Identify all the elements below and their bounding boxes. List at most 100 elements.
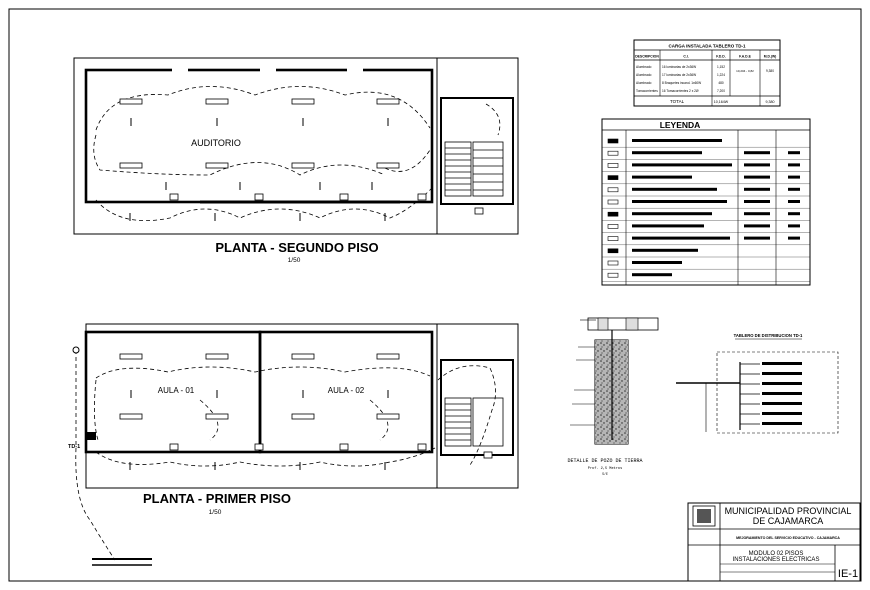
load-table-header: DESCRIPCION <box>635 55 659 59</box>
legend-row <box>602 138 810 148</box>
upper-stair-room <box>440 97 514 205</box>
title-org-line2: DE CAJAMARCA <box>753 516 824 526</box>
ground-well-title: DETALLE DE POZO DE TIERRA <box>567 458 642 464</box>
legend-table: LEYENDA <box>601 118 811 286</box>
north-bar <box>92 558 152 566</box>
title-module-line1: MODULO 02 PISOS <box>749 551 804 557</box>
load-cell: 16 luminarias de 2x36W <box>662 65 696 69</box>
legend-symbol <box>607 138 619 144</box>
panel-td1-label: TD-1 <box>68 444 80 450</box>
load-cell: Alumbrado <box>636 81 652 85</box>
upper-stairs <box>444 141 504 197</box>
lower-circuit-floor <box>95 447 436 467</box>
board-branch <box>740 412 802 415</box>
lower-plan-title: PLANTA - PRIMER PISO <box>143 491 291 506</box>
title-module-line2: INSTALACIONES ELECTRICAS <box>733 557 820 563</box>
board-branch <box>740 372 802 375</box>
load-table-header: F.D.D. <box>716 55 725 59</box>
upper-floor-boxes <box>169 193 484 215</box>
upper-plan-scale: 1/50 <box>288 257 301 264</box>
lower-plan-scale: 1/50 <box>209 509 222 516</box>
load-cell: 17 luminarias de 2x36W <box>662 73 696 77</box>
title-org-line1: MUNICIPALIDAD PROVINCIAL <box>725 506 852 516</box>
board-branch <box>740 362 802 365</box>
title-project: MEJORAMIENTO DEL SERVICIO EDUCATIVO - CA… <box>736 536 840 540</box>
legend-title: LEYENDA <box>660 120 701 130</box>
board-branch <box>740 422 802 425</box>
upper-circuit-mid <box>93 134 386 176</box>
plan-first-floor <box>75 323 519 561</box>
legend-symbol <box>607 236 619 241</box>
load-cell: 480 <box>718 81 724 85</box>
legend-symbol <box>607 224 619 229</box>
legend-symbol <box>607 175 619 180</box>
load-cell: 8 Braquetes incand. 1x60W <box>662 81 701 85</box>
upper-luminaires <box>119 98 400 169</box>
load-cell: 1,152 <box>717 65 725 69</box>
board-schematic-title: TABLERO DE DISTRIBUCION TD-1 <box>734 333 803 338</box>
board-schematic: TABLERO DE DISTRIBUCION TD-1 <box>676 333 839 434</box>
load-total-label: TOTAL <box>670 99 685 104</box>
load-table-header: C.I. <box>683 55 688 59</box>
load-total-ci: 10,164W <box>714 100 729 104</box>
title-block: MUNICIPALIDAD PROVINCIAL DE CAJAMARCA ME… <box>687 502 861 582</box>
load-cell: 10,204 - 0,82 <box>736 69 754 73</box>
legend-row <box>602 187 810 197</box>
legend-symbol <box>607 187 619 193</box>
lower-outer-wall <box>85 323 519 489</box>
legend-row <box>602 150 810 160</box>
upper-circuit-floor <box>95 187 433 221</box>
load-total-md: 9,380 <box>766 100 775 104</box>
load-cell: Alumbrado <box>636 73 652 77</box>
ground-point-symbol <box>72 346 80 354</box>
ground-well-scale: S/E <box>602 472 608 476</box>
legend-row <box>602 163 810 172</box>
load-cell: Tomacorrientes <box>636 89 658 93</box>
load-table-header: F.A.D.E <box>739 55 751 59</box>
load-table: CARGA INSTALADA TABLERO TD-1 DESCRIPCION… <box>633 39 781 107</box>
legend-symbol <box>607 163 619 168</box>
board-branches <box>740 362 802 425</box>
board-branch <box>740 382 802 385</box>
sheet-border <box>8 8 862 582</box>
lower-stairs <box>444 397 504 447</box>
upper-ticks <box>129 118 389 221</box>
lower-luminaires <box>119 353 400 420</box>
room-label-aula-02: AULA - 02 <box>328 386 365 395</box>
load-cell: 9,380 <box>766 69 774 73</box>
upper-circuit-ceiling <box>95 86 431 131</box>
upper-inner-room <box>84 68 434 204</box>
ground-well-subtitle: Prof. 2,5 Metros <box>588 466 623 471</box>
lower-floor-boxes <box>169 443 493 459</box>
legend-symbol <box>607 260 619 266</box>
lower-circuit-ceiling <box>95 366 431 379</box>
board-branch <box>740 402 802 405</box>
legend-row <box>602 199 810 209</box>
legend-symbol <box>607 272 619 278</box>
board-branch <box>740 392 802 395</box>
legend-row <box>602 211 810 221</box>
legend-row <box>602 272 810 282</box>
lower-ticks <box>129 390 389 470</box>
legend-rows <box>602 138 810 282</box>
legend-row <box>602 260 810 270</box>
plan-second-floor <box>73 57 519 235</box>
upper-outer-wall <box>73 57 519 235</box>
load-table-header: M.D.(W) <box>764 55 777 59</box>
room-label-aula-01: AULA - 01 <box>158 386 195 395</box>
legend-symbol <box>607 248 619 254</box>
legend-symbol <box>607 150 619 156</box>
legend-row <box>602 248 810 258</box>
load-cell: 16 Tomacorrientes 2 x 2Ø <box>662 89 699 93</box>
load-cell: Alumbrado <box>636 65 652 69</box>
load-cell: 1,224 <box>717 73 725 77</box>
legend-symbol <box>607 211 619 217</box>
legend-row <box>602 224 810 233</box>
panel-td1-symbol <box>86 432 96 440</box>
load-table-title: CARGA INSTALADA TABLERO TD-1 <box>669 44 746 49</box>
legend-row <box>602 236 810 245</box>
lower-feeder <box>75 350 116 561</box>
lower-room-aula-02 <box>258 330 434 454</box>
legend-symbol <box>607 199 619 205</box>
